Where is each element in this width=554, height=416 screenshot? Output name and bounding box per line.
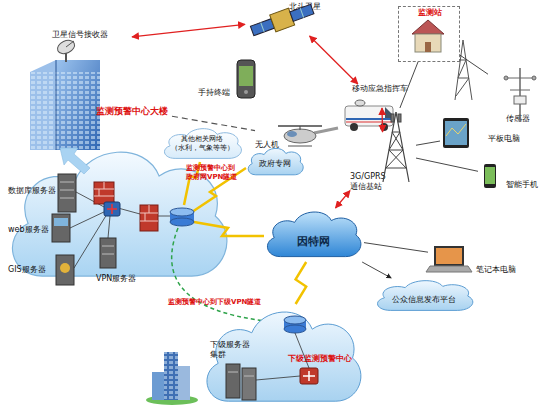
connector [310,36,358,84]
sub-router [284,316,306,333]
firewalls [94,182,158,231]
node-label: 下级监测预警中心 [288,354,352,364]
satellite-icon [249,1,315,40]
network-cloud: 政府专网 [245,146,305,178]
network-cloud: 公众信息发布平台 [372,278,476,314]
device-node: 手持终端 [198,58,256,103]
tunnel-label: 监测预警中心到 政府网VPN隧道 [186,164,244,182]
node-label: 其他相关网络 （水利，气象等等） [169,135,235,153]
device-node: 卫星信号接收器 [40,28,132,56]
phone-icon [484,164,496,188]
node-label: 智能手机 [506,180,538,190]
station-house [412,20,444,52]
device-node: 传感器 [488,62,546,126]
connector [416,141,440,145]
lan-servers [52,174,116,285]
node-label: 监测预警中心大楼 [96,106,168,117]
base-station-tower [383,112,409,182]
node-label: 传感器 [506,114,530,124]
weather-sensor [504,68,536,122]
node-label: 因特网 [262,235,364,248]
handheld-icon [237,60,255,98]
main-router [170,208,194,226]
server-node: 数据库服务器 [6,176,82,216]
node-label: 监测站 [399,8,461,18]
building [30,60,100,150]
connector [364,243,428,253]
node-label: 公众信息发布平台 [372,295,476,305]
sub-servers [226,333,309,400]
node-label: VPN服务器 [96,274,136,284]
lightning-connector [296,262,307,304]
network-cloud: 其他相关网络 （水利，气象等等） [160,126,244,162]
satellite-dish [55,38,76,62]
device-node: 北斗卫星 [245,2,340,36]
connector [416,158,478,171]
node-label: 数据库服务器 [8,186,56,196]
connector [336,191,351,208]
connector [400,62,418,108]
vehicle-icon [345,100,393,131]
node-label: 移动应急指挥车 [352,84,408,94]
device-node: 智能手机 [478,162,550,196]
node-label: 平板电脑 [488,134,520,144]
device-node: 平板电脑 [440,116,532,150]
tunnel-label: 监测预警中心到下级VPN隧道 [168,298,261,307]
node-label: 笔记本电脑 [476,265,516,275]
node-label: 北斗卫星 [289,2,321,12]
city-buildings [146,352,198,405]
server-node: web服务器 [6,215,76,245]
device-node: 移动应急指挥车 [340,84,424,132]
connector [132,24,245,37]
server-node: GIS服务器 [6,253,72,287]
sub-center-cloud: 下级服务器 集群下级监测预警中心 [198,304,366,412]
lan-switch [104,202,120,216]
node-label: 政府专网 [245,159,305,169]
connector [460,55,488,74]
tablet-icon [443,118,469,148]
lan-wires [70,192,170,268]
node-label: 3G/GPRS 通信基站 [350,172,396,192]
building-node: 监测预警中心大楼 [30,58,172,150]
connector [362,262,391,278]
node-label: web服务器 [8,225,49,235]
drone-icon [278,126,338,146]
laptop-icon [426,246,472,272]
device-node: 笔记本电脑 [428,243,546,279]
sub-switch [300,368,318,384]
connector [172,116,255,130]
relay-tower [455,40,472,100]
node-label: 手持终端 [198,88,230,98]
uplink-arrow [60,148,90,174]
device-node: 3G/GPRS 通信基站 [350,108,416,194]
server-node: VPN服务器 [92,238,150,286]
station-box: 监测站 [398,6,460,62]
internet-cloud: 因特网 [262,208,364,262]
node-label: 卫星信号接收器 [52,30,108,40]
node-label: GIS服务器 [8,265,46,275]
connector [381,108,383,132]
node-label: 下级服务器 集群 [210,340,254,360]
